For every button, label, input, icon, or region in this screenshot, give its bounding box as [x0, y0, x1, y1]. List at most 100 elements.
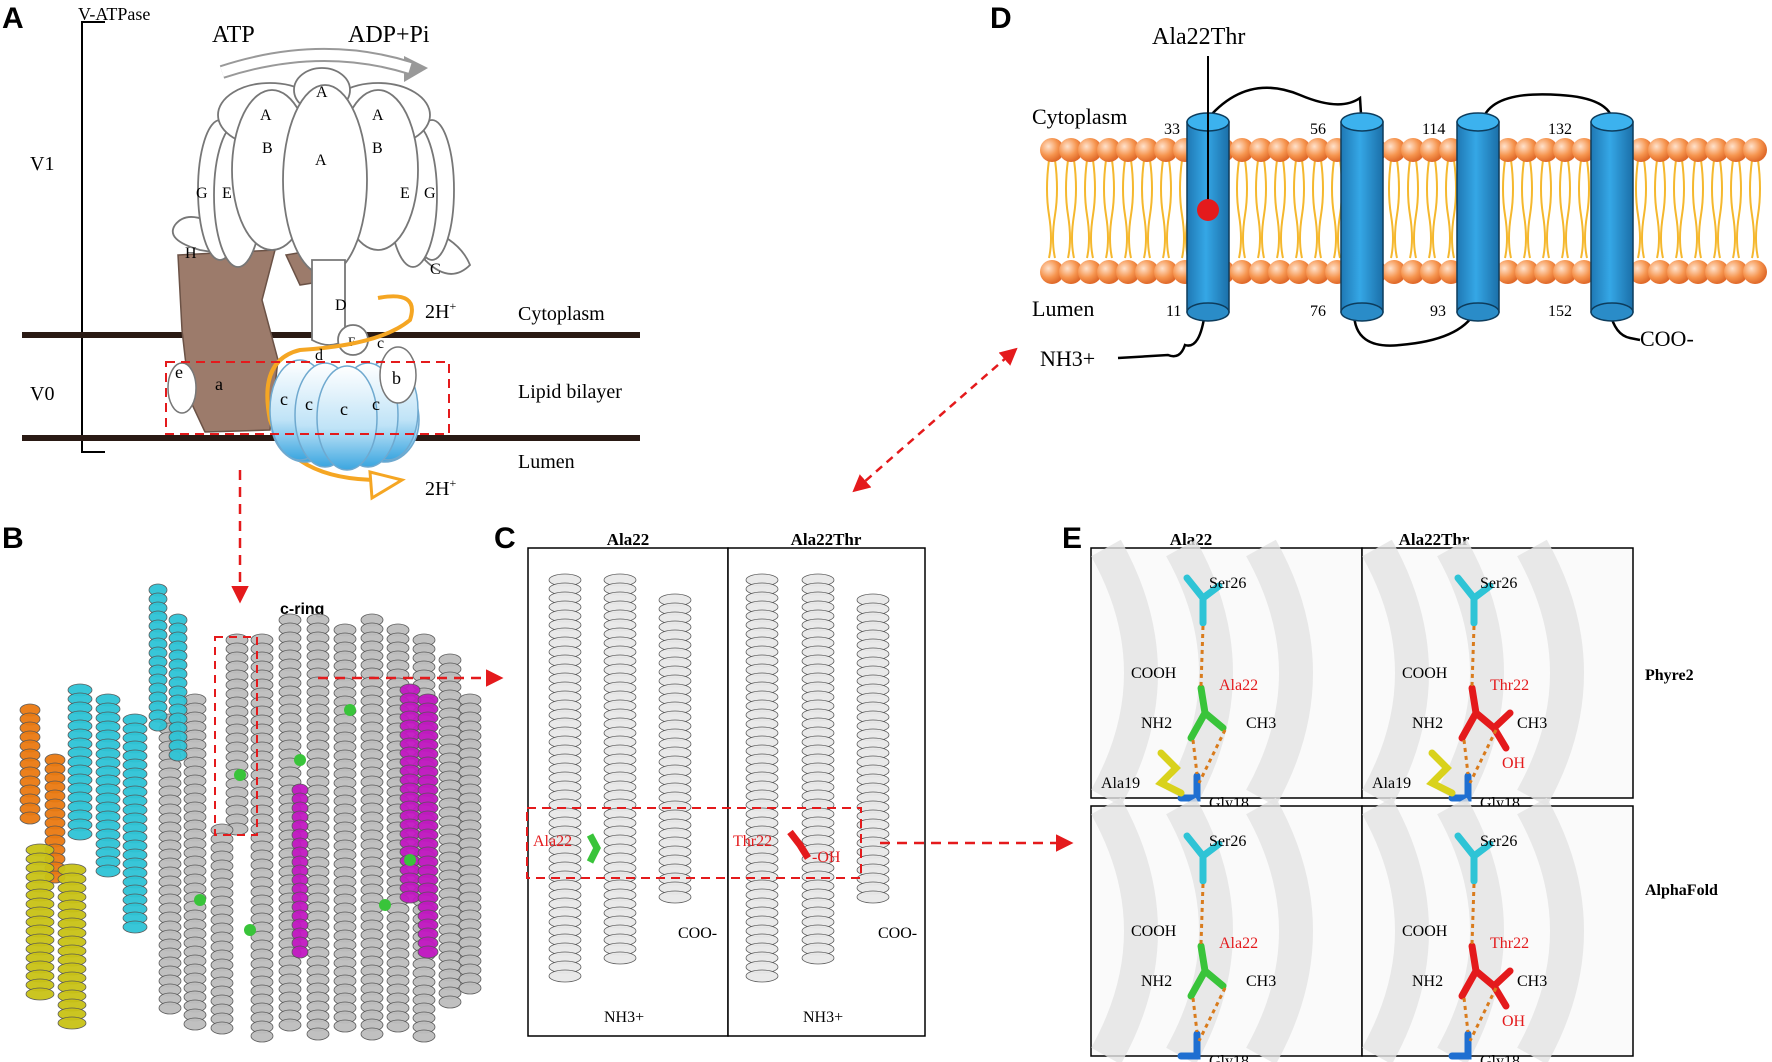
cyan-helix	[168, 613, 188, 762]
lipid-head	[1724, 260, 1748, 284]
proton-in-label: 2H+	[425, 299, 456, 323]
panel-d-letter: D	[990, 2, 1012, 35]
loop-33-56	[1204, 86, 1364, 131]
h-bond	[1470, 883, 1476, 945]
h-bond	[1462, 739, 1470, 775]
lipid-head	[1097, 138, 1121, 162]
ser26-stick	[1454, 832, 1494, 885]
lipid-head	[1116, 138, 1140, 162]
yellow-helix	[57, 863, 87, 1030]
d-lumen-label: Lumen	[1032, 296, 1094, 321]
panel-a-letter: A	[2, 2, 24, 35]
label-h: H	[185, 245, 197, 262]
c-right-helices	[745, 573, 890, 983]
label-b-right: B	[372, 140, 383, 157]
lipid-head	[1154, 138, 1178, 162]
lumen-label-a: Lumen	[518, 451, 575, 473]
lipid-head	[1648, 138, 1672, 162]
label-f: F	[348, 334, 355, 349]
residue22-label: Thr22	[1490, 935, 1529, 952]
lipid-head	[1078, 138, 1102, 162]
ser26-label: Ser26	[1209, 833, 1246, 850]
orange-helix	[19, 703, 41, 825]
lipid-head	[1135, 138, 1159, 162]
num-76: 76	[1310, 303, 1326, 320]
lipid-head	[1667, 138, 1691, 162]
gly18-stick	[1177, 772, 1201, 802]
h-bond	[1191, 997, 1199, 1033]
c-left-nh3: NH3+	[604, 1009, 644, 1026]
lipid-head	[1306, 260, 1330, 284]
ala22-sidechain	[586, 833, 601, 864]
num-152: 152	[1548, 303, 1572, 320]
mutation-residue-marker	[294, 754, 306, 766]
ch3-label: CH3	[1517, 715, 1547, 732]
label-d: D	[335, 297, 347, 314]
c-ring-helix	[458, 693, 482, 995]
lipid-head	[1230, 260, 1254, 284]
v0-label: V0	[30, 383, 54, 405]
panel-a: A V-ATPase V1 V0 Cytoplasm Lipid bilayer…	[2, 2, 640, 604]
lipid-head	[1154, 260, 1178, 284]
lipid-head	[1534, 260, 1558, 284]
label-c-top: c	[377, 335, 384, 352]
residue22-label: Thr22	[1490, 677, 1529, 694]
cytoplasm-label-a: Cytoplasm	[518, 303, 605, 325]
label-c-2: c	[305, 394, 313, 414]
ser26-label: Ser26	[1480, 575, 1517, 592]
lipid-bilayer-label: Lipid bilayer	[518, 381, 622, 403]
subunit-helix	[745, 573, 779, 983]
adp-label: ADP+Pi	[348, 22, 430, 48]
label-a-right: A	[372, 107, 384, 124]
lipid-head	[1724, 138, 1748, 162]
c-ring-helix	[183, 693, 207, 1031]
subunit-a-stalk	[177, 249, 279, 433]
gly18-label: Gly18	[1480, 1053, 1520, 1062]
v1-subunit-labels: A A A B B A G E E G H C D F	[185, 84, 441, 349]
thr22-stick	[1458, 942, 1514, 1010]
e-right-title: Ala22Thr	[1399, 530, 1470, 549]
yellow-helix	[25, 843, 55, 1001]
lipid-head	[1401, 260, 1425, 284]
label-b-left: B	[262, 140, 273, 157]
nh2-label: NH2	[1141, 715, 1172, 732]
cooh-label: COOH	[1131, 923, 1177, 940]
c-ring-helix	[438, 653, 462, 1009]
atp-label: ATP	[212, 22, 255, 48]
ser26-label: Ser26	[1480, 833, 1517, 850]
d-cytoplasm-label: Cytoplasm	[1032, 104, 1127, 129]
gly18-stick	[1448, 1030, 1472, 1060]
loop-76-93	[1352, 311, 1477, 347]
c-right-title: Ala22Thr	[791, 530, 862, 549]
label-g-left: G	[196, 185, 208, 202]
h-bond	[1199, 625, 1205, 687]
num-56: 56	[1310, 121, 1326, 138]
ala19-stick	[1426, 749, 1456, 797]
cyan-helix	[67, 683, 93, 841]
ala19-stick	[1155, 749, 1185, 797]
label-c-3: c	[340, 399, 348, 419]
oh-label: OH	[1502, 755, 1526, 772]
mutation-residue-marker	[234, 769, 246, 781]
single-c-subunit-box	[214, 636, 258, 836]
proton-out-label: 2H+	[425, 476, 456, 500]
lipid-head	[1268, 138, 1292, 162]
panel-e-letter: E	[1062, 522, 1082, 555]
cyan-helix	[148, 583, 168, 732]
residue22-label: Ala22	[1219, 935, 1258, 952]
c-thr22-label: Thr22	[733, 833, 772, 850]
mutation-dot	[1197, 199, 1219, 221]
lipid-head	[1743, 138, 1767, 162]
ala19-label: Ala19	[1101, 775, 1140, 792]
lipid-head	[1515, 138, 1539, 162]
h-bond	[1197, 987, 1227, 1042]
subunit-helix	[548, 573, 582, 983]
ala22-stick	[1187, 684, 1227, 742]
lipid-head	[1420, 260, 1444, 284]
lipid-head	[1629, 260, 1653, 284]
h-bond	[1468, 729, 1498, 784]
ch3-label: CH3	[1246, 973, 1276, 990]
